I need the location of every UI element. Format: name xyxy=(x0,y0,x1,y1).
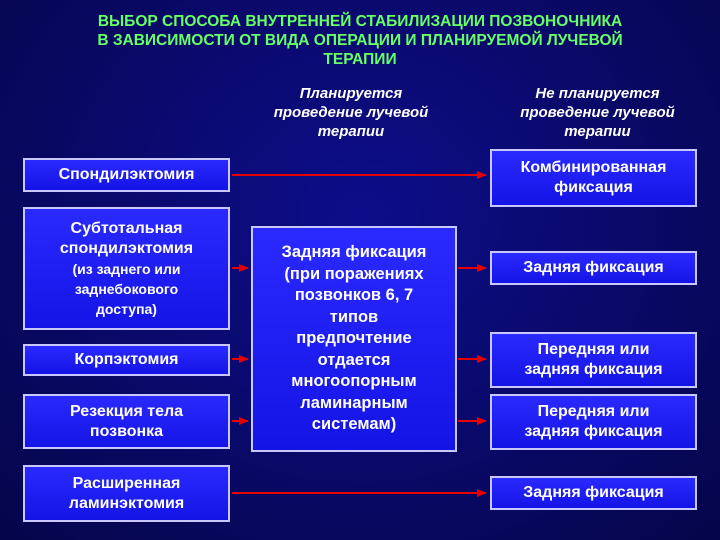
header-therapy-not-planned: Не планируется проведение лучевой терапи… xyxy=(495,84,700,141)
box-subtotal-line-2: спондилэктомия xyxy=(59,239,194,257)
center-line-4: типов xyxy=(329,307,379,326)
box-corpectomy-label: Корпэктомия xyxy=(74,351,179,368)
box-spondylectomy: Спондилэктомия xyxy=(23,158,230,192)
box-ant-post-1-line-1: Передняя или xyxy=(537,341,650,358)
center-line-7: многоопорным xyxy=(291,372,417,391)
header-not-planned-line-3: терапии xyxy=(564,123,631,140)
box-posterior-2-label: Задняя фиксация xyxy=(523,484,664,501)
box-subtotal-line-4: заднебокового xyxy=(74,280,179,297)
box-laminectomy-line-1: Расширенная xyxy=(72,474,181,492)
slide-title: ВЫБОР СПОСОБА ВНУТРЕННЕЙ СТАБИЛИЗАЦИИ ПО… xyxy=(20,12,700,69)
box-resection-line-2: позвонка xyxy=(89,422,164,440)
header-planned-line-2: проведение лучевой xyxy=(273,104,429,121)
header-planned-line-3: терапии xyxy=(317,123,385,140)
box-posterior-1-label: Задняя фиксация xyxy=(523,259,664,276)
center-line-9: системам) xyxy=(311,415,397,434)
box-subtotal-line-3: (из заднего или xyxy=(72,260,181,277)
box-laminectomy: Расширенная ламинэктомия xyxy=(23,465,230,522)
title-line-1: ВЫБОР СПОСОБА ВНУТРЕННЕЙ СТАБИЛИЗАЦИИ ПО… xyxy=(97,13,623,30)
box-subtotal-line-1: Субтотальная xyxy=(70,219,183,237)
box-subtotal-line-5: доступа) xyxy=(96,300,157,317)
center-line-5: предпочтение xyxy=(296,329,412,348)
center-line-1: Задняя фиксация xyxy=(281,243,427,262)
box-anterior-or-posterior-1: Передняя или задняя фиксация xyxy=(490,332,697,388)
header-therapy-planned: Планируется проведение лучевой терапии xyxy=(250,84,452,141)
box-subtotal-spondylectomy: Субтотальная спондилэктомия (из заднего … xyxy=(23,207,230,330)
center-line-3: позвонков 6, 7 xyxy=(294,286,414,305)
header-not-planned-line-1: Не планируется xyxy=(535,85,660,102)
box-posterior-fixation-2: Задняя фиксация xyxy=(490,476,697,510)
box-body-resection: Резекция тела позвонка xyxy=(23,394,230,449)
box-anterior-or-posterior-2: Передняя или задняя фиксация xyxy=(490,394,697,450)
header-not-planned-line-2: проведение лучевой xyxy=(520,104,675,121)
box-combined-fixation: Комбинированная фиксация xyxy=(490,149,697,207)
title-line-2: В ЗАВИСИМОСТИ ОТ ВИДА ОПЕРАЦИИ И ПЛАНИРУ… xyxy=(97,32,623,49)
center-line-6: отдается xyxy=(317,350,391,369)
box-combined-line-1: Комбинированная xyxy=(520,159,667,176)
center-line-2: (при поражениях xyxy=(284,264,424,283)
box-ant-post-1-line-2: задняя фиксация xyxy=(524,361,663,378)
box-center-posterior-fixation: Задняя фиксация (при поражениях позвонко… xyxy=(251,226,457,452)
center-line-8: ламинарным xyxy=(300,393,408,412)
box-laminectomy-line-2: ламинэктомия xyxy=(68,494,185,512)
box-corpectomy: Корпэктомия xyxy=(23,344,230,376)
box-spondylectomy-label: Спондилэктомия xyxy=(58,166,195,183)
box-ant-post-2-line-2: задняя фиксация xyxy=(524,423,663,440)
title-line-3: ТЕРАПИИ xyxy=(323,51,397,68)
box-combined-line-2: фиксация xyxy=(554,179,633,196)
header-planned-line-1: Планируется xyxy=(299,85,403,102)
box-resection-line-1: Резекция тела xyxy=(69,402,184,420)
box-posterior-fixation-1: Задняя фиксация xyxy=(490,251,697,285)
box-ant-post-2-line-1: Передняя или xyxy=(537,403,650,420)
